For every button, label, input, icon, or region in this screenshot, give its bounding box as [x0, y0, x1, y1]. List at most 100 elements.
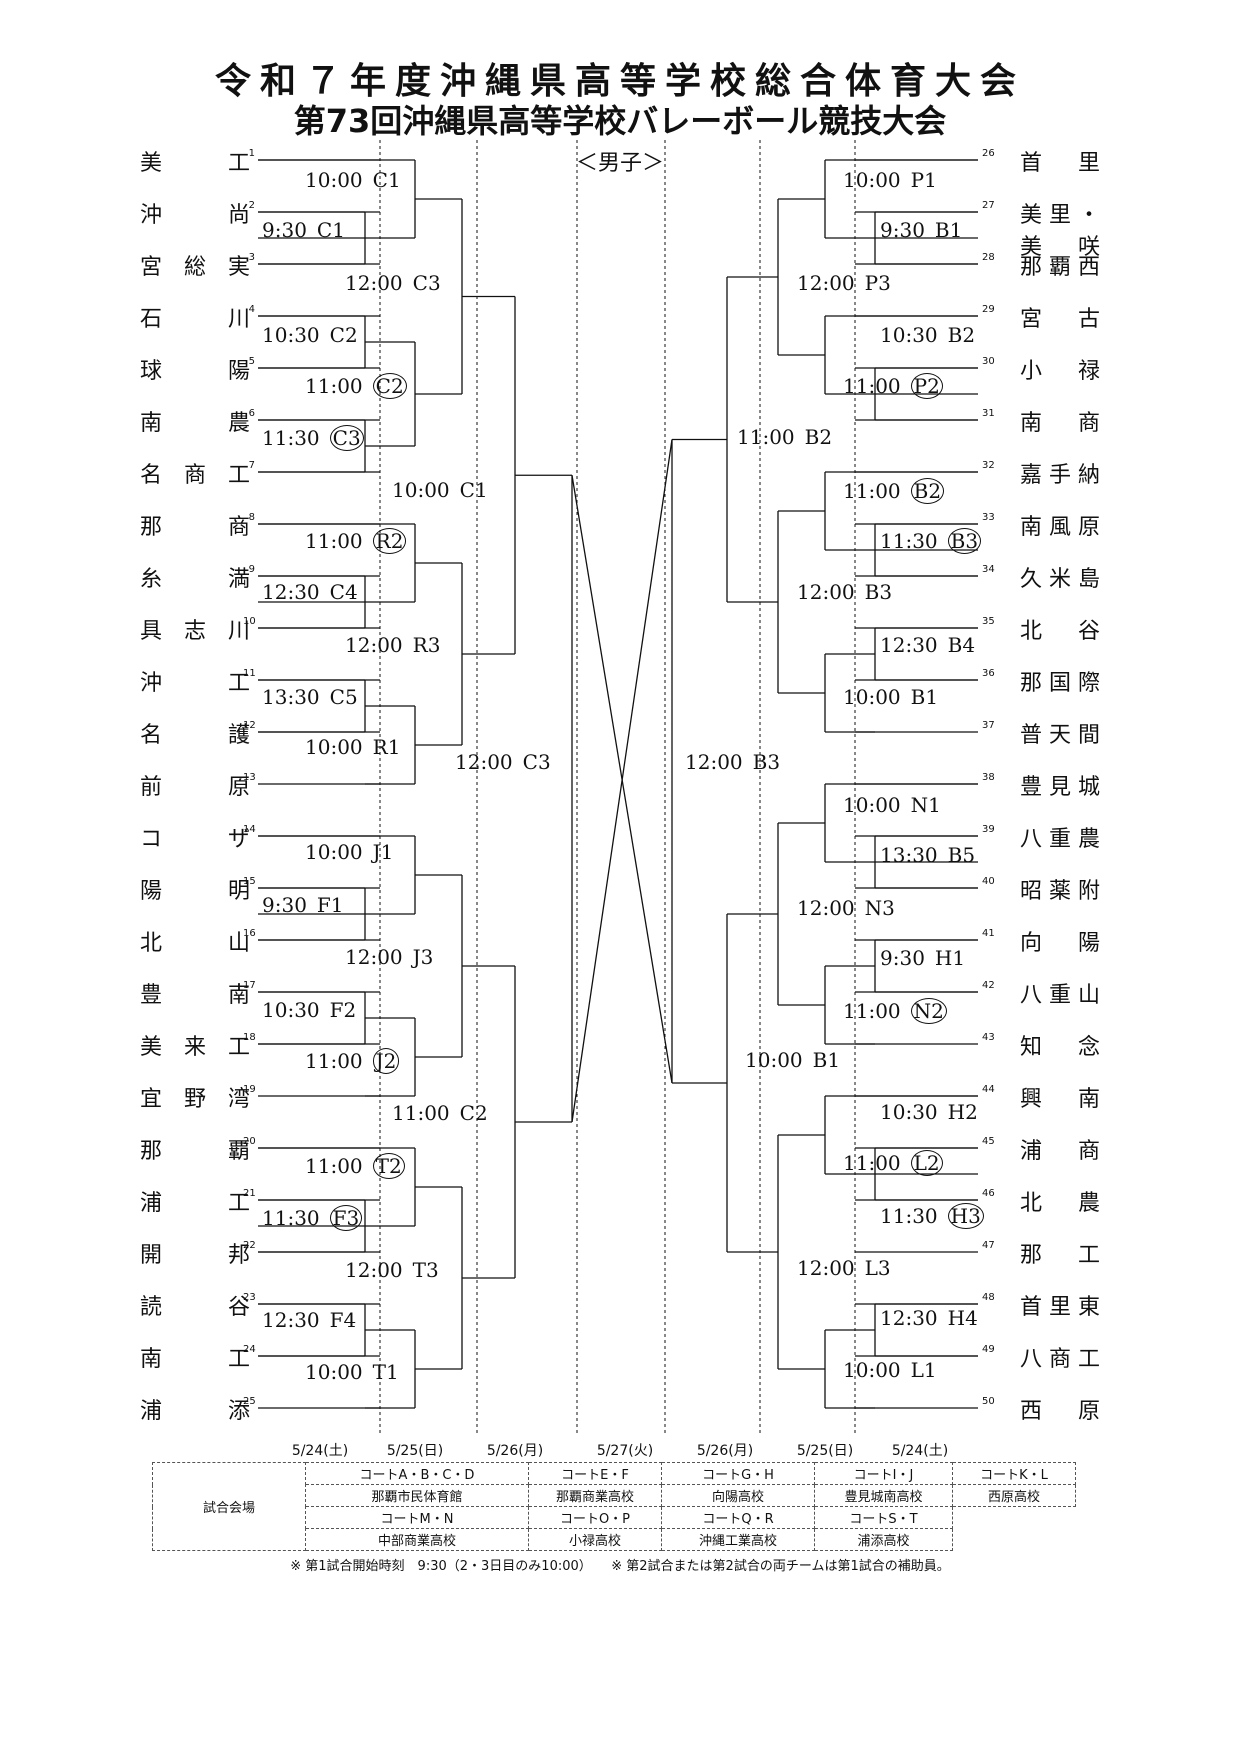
team-name: 豊南	[140, 983, 250, 1008]
venue-school: 向陽高校	[661, 1484, 815, 1507]
venue-court: コートS・T	[814, 1506, 953, 1529]
seed-number: 46	[982, 1188, 995, 1199]
match-time: 11:30	[262, 426, 320, 450]
court-code: B2	[947, 323, 976, 347]
match-time: 12:00	[685, 750, 743, 774]
footnote: ※ 第1試合開始時刻 9:30（2・3日目のみ10:00） ※ 第2試合または第…	[290, 1559, 950, 1574]
seed-number: 41	[982, 928, 995, 939]
court-code: T3	[412, 1258, 439, 1282]
team-name: 昭薬附	[1020, 879, 1100, 904]
venue-empty	[953, 1529, 1076, 1551]
court-code: P3	[864, 271, 891, 295]
team-name: 久米島	[1020, 567, 1100, 592]
match-time: 12:00	[345, 633, 403, 657]
team-name: 首里	[1020, 151, 1100, 176]
team-name: 向陽	[1020, 931, 1100, 956]
team-name: 北農	[1020, 1191, 1100, 1216]
match-time: 12:00	[455, 750, 513, 774]
match-time: 12:00	[797, 1256, 855, 1280]
team-name: 沖尚	[140, 203, 250, 228]
seed-number: 21	[243, 1188, 256, 1199]
venue-school: 豊見城南高校	[814, 1484, 953, 1507]
match-time: 9:30	[262, 893, 307, 917]
match-annotation: 10:00 J1	[305, 840, 393, 864]
team-name: 陽明	[140, 879, 250, 904]
seed-number: 7	[248, 460, 255, 471]
court-code: H4	[947, 1306, 978, 1330]
court-code: B1	[812, 1048, 841, 1072]
seed-number: 10	[243, 616, 256, 627]
seed-number: 32	[982, 460, 995, 471]
match-time: 10:00	[392, 478, 450, 502]
team-name: 那工	[1020, 1243, 1100, 1268]
match-time: 12:30	[262, 580, 320, 604]
team-name: 開邦	[140, 1243, 250, 1268]
seed-number: 3	[248, 252, 255, 263]
match-time: 12:00	[797, 580, 855, 604]
team-name: 宜野湾	[140, 1087, 250, 1112]
court-code: B2	[910, 478, 945, 504]
seed-number: 42	[982, 980, 995, 991]
team-name: 豊見城	[1020, 775, 1100, 800]
match-time: 10:30	[880, 1100, 938, 1124]
team-name: 石川	[140, 307, 250, 332]
court-code: H3	[947, 1203, 984, 1229]
match-annotation: 12:00 C3	[455, 750, 551, 774]
team-name: 那国際	[1020, 671, 1100, 696]
seed-number: 16	[243, 928, 256, 939]
seed-number: 29	[982, 304, 995, 315]
court-code: C2	[459, 1101, 488, 1125]
court-code: C3	[329, 425, 364, 451]
venue-school: 小禄高校	[528, 1528, 662, 1551]
team-name: 嘉手納	[1020, 463, 1100, 488]
team-name: 名商工	[140, 463, 250, 488]
seed-number: 18	[243, 1032, 256, 1043]
court-code: J1	[372, 840, 394, 864]
venue-court: コートA・B・C・D	[305, 1462, 529, 1485]
match-time: 13:30	[880, 843, 938, 867]
match-time: 11:00	[843, 374, 901, 398]
seed-number: 13	[243, 772, 256, 783]
court-code: B3	[752, 750, 781, 774]
court-code: C2	[329, 323, 358, 347]
team-name: 那覇	[140, 1139, 250, 1164]
date-label: 5/25(日)	[796, 1443, 854, 1459]
team-name: 浦工	[140, 1191, 250, 1216]
seed-number: 40	[982, 876, 995, 887]
match-time: 10:00	[305, 840, 363, 864]
team-name: 名護	[140, 723, 250, 748]
team-name: 宮古	[1020, 307, 1100, 332]
seed-number: 39	[982, 824, 995, 835]
team-name: 北山	[140, 931, 250, 956]
seed-number: 9	[248, 564, 255, 575]
match-time: 11:00	[305, 1049, 363, 1073]
court-code: B3	[864, 580, 893, 604]
seed-number: 45	[982, 1136, 995, 1147]
seed-number: 50	[982, 1396, 995, 1407]
tournament-title: 令和７年度沖縄県高等学校総合体育大会	[214, 61, 1025, 102]
court-code: T2	[372, 1153, 405, 1179]
venue-court: コートO・P	[528, 1506, 662, 1529]
seed-number: 14	[243, 824, 256, 835]
match-time: 12:30	[880, 633, 938, 657]
seed-number: 31	[982, 408, 995, 419]
court-code: C2	[372, 373, 407, 399]
match-time: 10:00	[745, 1048, 803, 1072]
court-code: B3	[947, 528, 982, 554]
seed-number: 48	[982, 1292, 995, 1303]
team-name: 南商	[1020, 411, 1100, 436]
court-code: C3	[522, 750, 551, 774]
date-label: 5/25(日)	[386, 1443, 444, 1459]
match-time: 11:00	[305, 374, 363, 398]
